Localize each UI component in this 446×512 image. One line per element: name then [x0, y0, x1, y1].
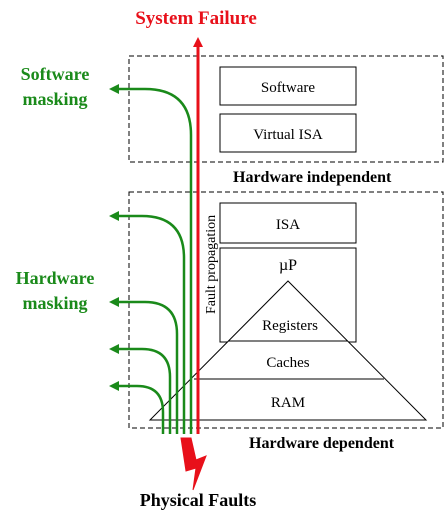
hardware-independent-label: Hardware independent [233, 169, 392, 186]
virtual-isa-layer-box [219, 113, 357, 153]
hardware-dependent-region [128, 191, 444, 429]
software-masking-arrow-outer [109, 84, 193, 434]
isa-layer-label: ISA [276, 217, 300, 233]
hardware-independent-region [128, 55, 444, 163]
physical-faults-label: Physical Faults [140, 490, 257, 510]
virtual-isa-layer-label: Virtual ISA [253, 127, 323, 143]
hardware-masking-arrow-1 [109, 211, 186, 434]
memory-hierarchy-triangle [148, 280, 428, 421]
caches-label: Caches [266, 355, 309, 371]
hardware-masking-label-line1: Hardware [16, 268, 95, 288]
software-layer-box [219, 66, 357, 106]
hardware-masking-arrows [109, 211, 186, 434]
hardware-masking-label-line2: masking [22, 293, 87, 313]
lightning-bolt-icon [180, 437, 207, 491]
hardware-masking-arrow-3 [109, 344, 172, 434]
registers-label: Registers [262, 318, 318, 334]
ram-label: RAM [271, 395, 305, 411]
fault-propagation-label: Fault propagation [204, 215, 219, 314]
hardware-dependent-label: Hardware dependent [249, 435, 395, 452]
software-masking-arrows [109, 84, 193, 434]
microprocessor-label: µP [279, 257, 297, 274]
software-masking-label-line1: Software [21, 64, 90, 84]
hardware-masking-arrow-2 [109, 297, 179, 434]
software-masking-label-line2: masking [22, 89, 87, 109]
hardware-masking-arrow-4 [109, 381, 165, 434]
isa-layer-box [219, 202, 357, 244]
software-layer-label: Software [261, 80, 315, 96]
system-failure-title: System Failure [135, 8, 257, 29]
